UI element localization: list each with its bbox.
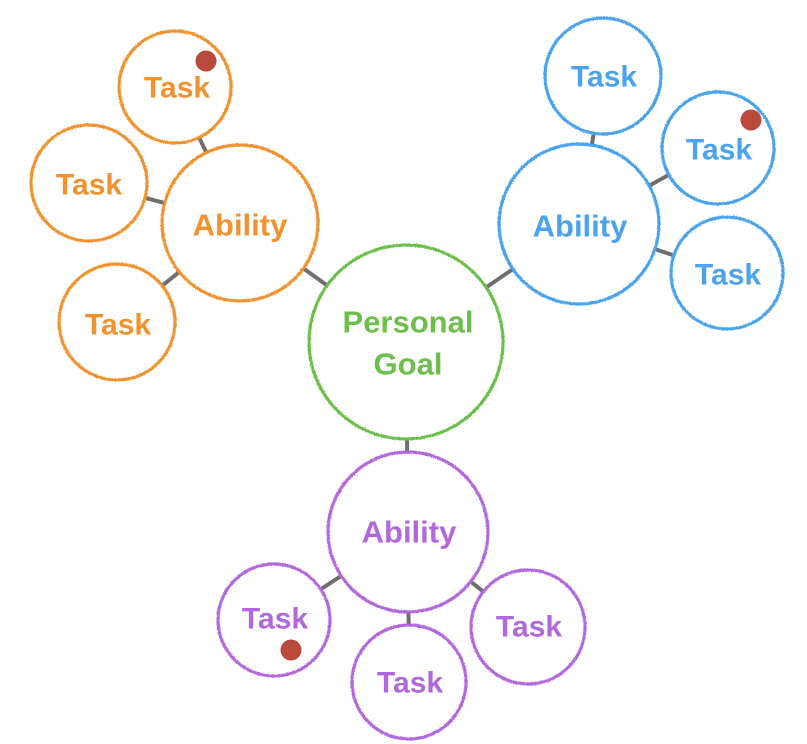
task-node: Task xyxy=(669,215,785,331)
ability-cluster-purple: Ability Task Task Task xyxy=(216,450,587,741)
ability-node: Ability xyxy=(497,142,661,306)
task-node: Task xyxy=(29,123,149,243)
task-label: Task xyxy=(144,72,210,105)
ability-cluster-blue: Ability Task Task Task xyxy=(497,16,785,331)
ability-task-connector xyxy=(141,195,169,206)
goal-ability-connector xyxy=(482,265,517,291)
completion-dot-icon xyxy=(195,50,217,72)
ability-label: Ability xyxy=(193,208,288,243)
ability-node: Ability xyxy=(160,143,320,303)
goal-ability-connector xyxy=(299,265,331,289)
ability-label: Ability xyxy=(362,515,457,550)
ability-task-connector xyxy=(651,246,678,259)
ability-circle xyxy=(497,142,661,306)
task-label: Task xyxy=(686,134,752,167)
ability-task-connector xyxy=(645,171,673,189)
markers xyxy=(195,50,762,661)
task-node: Task xyxy=(57,262,177,382)
task-circle xyxy=(29,123,149,243)
ability-label: Ability xyxy=(533,209,628,244)
task-circle xyxy=(469,568,587,686)
task-node: Task xyxy=(660,90,776,206)
task-label: Task xyxy=(695,259,761,292)
task-node: Task xyxy=(117,29,233,145)
ability-cluster-orange: Ability Task Task Task xyxy=(29,29,320,382)
goal-circle xyxy=(307,243,505,441)
task-label: Task xyxy=(56,169,122,202)
task-node: Task xyxy=(216,562,332,678)
task-label: Task xyxy=(496,611,562,644)
completion-dot-icon xyxy=(740,109,762,131)
goal-label-line2: Goal xyxy=(374,347,443,382)
goal-node: Personal Goal xyxy=(307,243,505,441)
task-label: Task xyxy=(571,61,637,94)
ability-node: Ability xyxy=(326,450,490,614)
task-label: Task xyxy=(85,309,151,342)
completion-dot-icon xyxy=(280,639,302,661)
ability-task-connector xyxy=(317,572,345,593)
task-circle xyxy=(216,562,332,678)
task-node: Task xyxy=(469,568,587,686)
task-circle xyxy=(669,215,785,331)
ability-task-connector xyxy=(158,268,183,289)
goal-label-line1: Personal xyxy=(343,305,474,340)
ability-circle xyxy=(326,450,490,614)
task-label: Task xyxy=(242,603,308,636)
task-node: Task xyxy=(543,16,663,136)
task-circle xyxy=(350,623,468,741)
task-node: Task xyxy=(350,623,468,741)
ability-circle xyxy=(160,143,320,303)
task-label: Task xyxy=(377,667,443,700)
task-circle xyxy=(57,262,177,382)
task-circle xyxy=(543,16,663,136)
